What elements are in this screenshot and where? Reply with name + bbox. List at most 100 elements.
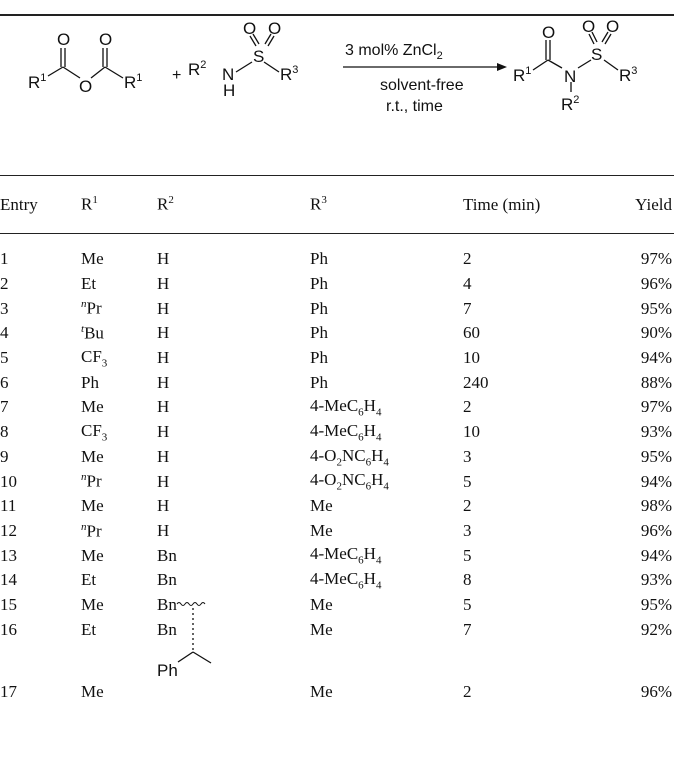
cell-r1: Ph [81, 372, 99, 392]
table-row-17: 17 Me Ph Me 2 96% [0, 602, 674, 742]
cell-time: 2 [463, 397, 472, 417]
cell-r1: nPr [81, 471, 102, 491]
cell-r1: CF3 [81, 420, 108, 444]
cell-time: 240 [463, 372, 489, 392]
cell-entry: 11 [0, 496, 17, 516]
cell-r1: Me [81, 545, 104, 565]
cell-r3: Me [310, 682, 333, 701]
cell-r3: Ph [310, 298, 328, 318]
cell-r1: nPr [81, 520, 102, 541]
cell-yield: 95% [640, 298, 672, 318]
cell-r3: Me [310, 594, 333, 614]
top-rule [0, 14, 674, 16]
cell-entry: 14 [0, 570, 17, 590]
cell-r1: Me [81, 446, 104, 466]
cell-r2: Bn [157, 619, 177, 639]
cell-r2: H [157, 496, 170, 516]
svg-text:N: N [564, 67, 576, 86]
cell-yield: 98% [640, 496, 672, 516]
cell-yield: 94% [640, 545, 672, 565]
svg-text:Ph: Ph [157, 661, 178, 680]
cell-r3: 4-MeC6H4 [310, 396, 382, 419]
cell-entry: 15 [0, 594, 17, 614]
svg-text:R1: R1 [28, 72, 46, 92]
cell-entry: 7 [0, 397, 9, 417]
cell-r2: Bn [157, 594, 177, 614]
cell-time: 10 [463, 348, 480, 368]
header-r3: R3 [310, 194, 327, 214]
cell-r3: 4-MeC6H4 [310, 544, 382, 567]
anhydride-o1: O [57, 30, 70, 49]
svg-text:O: O [268, 20, 281, 38]
cell-entry: 16 [0, 619, 17, 639]
cell-r2-structure: Ph [157, 602, 310, 742]
svg-text:R1: R1 [124, 72, 142, 92]
svg-text:O: O [243, 20, 256, 38]
arrow-head [497, 63, 507, 71]
anhydride-structure [47, 48, 124, 79]
cell-r2: H [157, 249, 170, 269]
cell-r2: H [157, 397, 170, 417]
cell-r1: CF3 [81, 346, 108, 370]
svg-text:S: S [591, 45, 602, 64]
cell-yield: 92% [640, 619, 672, 639]
cell-r1: Me [81, 249, 104, 269]
cell-yield: 88% [640, 372, 672, 392]
anhydride-o2: O [99, 30, 112, 49]
cell-r3: Me [310, 496, 333, 516]
cell-entry: 8 [0, 422, 9, 442]
cell-entry: 1 [0, 249, 9, 269]
cell-entry: 6 [0, 372, 9, 392]
cell-r1: Et [81, 619, 97, 639]
cell-r2: H [157, 298, 170, 318]
cell-time: 2 [463, 249, 472, 269]
reaction-scheme: O O O R1 R1 + R2 N H S O O R3 3 mol% ZnC… [28, 20, 637, 115]
cell-r1: nPr [81, 298, 102, 319]
cell-r2: Bn [157, 570, 177, 590]
reagent-label: 3 mol% ZnCl2 [345, 42, 443, 62]
sulfonamide-structure [235, 33, 280, 73]
cell-yield: 97% [640, 397, 672, 417]
cell-r3: Me [310, 520, 333, 540]
cell-yield: 96% [640, 682, 672, 701]
cell-r1: tBu [81, 323, 104, 343]
condition-1: solvent-free [380, 77, 464, 94]
svg-text:R2: R2 [188, 59, 206, 79]
cell-yield: 96% [640, 274, 672, 294]
plus-sign: + [172, 67, 181, 84]
cell-r3: 4-MeC6H4 [310, 420, 382, 444]
svg-text:O: O [582, 20, 595, 36]
cell-time: 4 [463, 274, 472, 294]
header-yield: Yield [635, 194, 672, 214]
cell-yield: 97% [640, 249, 672, 269]
svg-text:O: O [542, 23, 555, 42]
cell-r2: H [157, 471, 170, 491]
cell-time: 2 [463, 496, 472, 516]
anhydride-o3: O [79, 77, 92, 96]
cell-r2: Bn [157, 545, 177, 565]
cell-r1: Me [81, 594, 104, 614]
cell-time: 60 [463, 323, 480, 343]
cell-time: 3 [463, 520, 472, 540]
cell-r3: 4-O2NC6H4 [310, 445, 389, 469]
cell-entry: 3 [0, 298, 9, 318]
cell-time: 3 [463, 446, 472, 466]
product-structure [532, 31, 619, 92]
cell-r1: Et [81, 274, 97, 294]
cell-r3: 4-MeC6H4 [310, 569, 382, 592]
cell-entry: 2 [0, 274, 9, 294]
svg-text:S: S [253, 47, 264, 66]
